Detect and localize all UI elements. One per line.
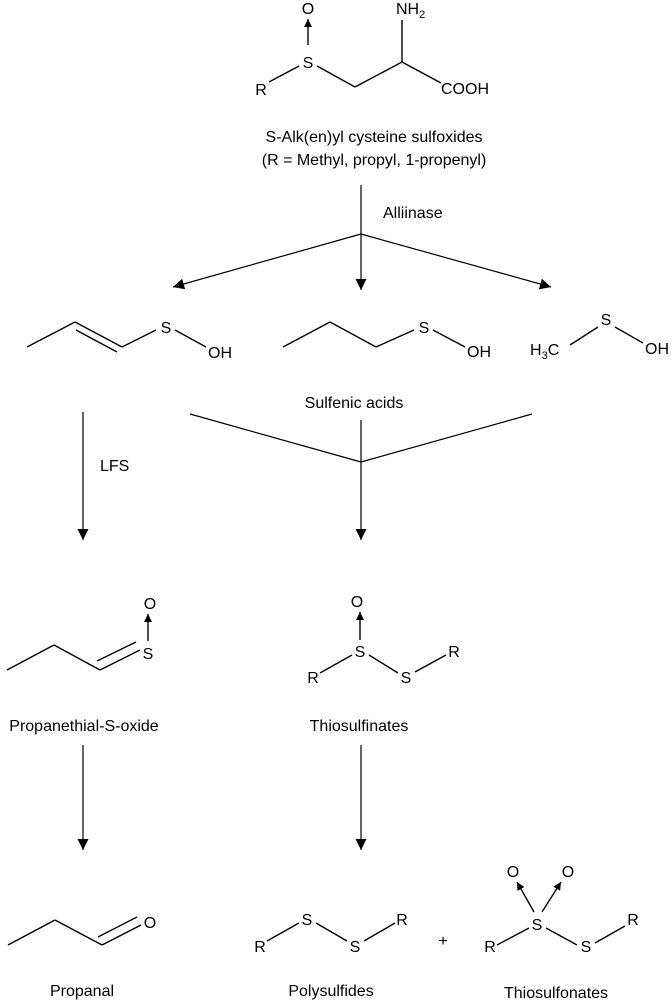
reactant-r-group: R [255, 82, 267, 99]
r-group: R [396, 912, 408, 929]
r-group: R [627, 912, 639, 929]
ch2-ca-bond [354, 61, 403, 88]
amino-group: NH2 [396, 1, 425, 21]
methylsulfenic-acid: H3C S OH [530, 312, 669, 362]
propanethial-s-oxide-structure: S O [6, 596, 156, 671]
thiosulfonates-label: Thiosulfonates [504, 985, 608, 1000]
plus-sign: + [438, 933, 447, 950]
r-group: R [254, 939, 266, 956]
thiosulfonate-structure: O O S R S R [484, 864, 639, 956]
r-group: R [448, 644, 460, 661]
sulfur-atom: S [601, 312, 612, 329]
sulfur-atom: S [355, 644, 366, 661]
propanal-label: Propanal [50, 983, 114, 1000]
oxygen-atom: O [507, 864, 519, 881]
thiosulfinates-label: Thiosulfinates [310, 718, 409, 735]
oxygen-atom: O [562, 864, 574, 881]
oxygen-atom: O [351, 594, 363, 611]
methyl-group: H3C [530, 342, 559, 362]
r-s-bond [268, 65, 300, 83]
sulfur-atom: S [532, 917, 543, 934]
reactant-structure: O S R NH2 COOH [255, 1, 489, 99]
sulfur-atom: S [419, 320, 430, 337]
enzyme-alliinase-label: Alliinase [383, 205, 443, 222]
oxygen-atom: O [144, 596, 156, 613]
r-group: R [484, 939, 496, 956]
reactant-name: S-Alk(en)yl cysteine sulfoxides [266, 129, 483, 146]
s-ch2-bond [316, 65, 356, 88]
hydroxyl-group: OH [645, 341, 669, 358]
condensation-arrow [189, 413, 533, 540]
sulfur-atom: S [581, 939, 592, 956]
sulfur-atom: S [143, 646, 154, 663]
hydroxyl-group: OH [208, 345, 232, 362]
enzyme-lfs-label: LFS [100, 458, 129, 475]
reactant-r-definition: (R = Methyl, propyl, 1-propenyl) [262, 152, 487, 169]
reactant-oxygen-atom: O [302, 1, 314, 18]
oxygen-atom: O [144, 915, 156, 932]
propanethial-s-oxide-label: Propanethial-S-oxide [9, 718, 159, 735]
sulfur-atom: S [401, 670, 412, 687]
thiosulfinate-structure: O S R S R [307, 594, 460, 687]
carboxyl-group: COOH [441, 81, 489, 98]
reactant-sulfur-atom: S [303, 55, 314, 72]
sulfur-atom: S [350, 939, 361, 956]
alliinase-arrow [172, 185, 552, 290]
propylsulfenic-acid: S OH [282, 320, 491, 361]
polysulfide-structure: R S S R [254, 912, 408, 956]
propanal-structure: O [7, 915, 156, 946]
propenylsulfenic-acid: S OH [26, 320, 232, 362]
hydroxyl-group: OH [467, 344, 491, 361]
r-group: R [307, 670, 319, 687]
sulfur-atom: S [161, 320, 172, 337]
sulfur-atom: S [302, 912, 313, 929]
sulfenic-acids-label: Sulfenic acids [305, 395, 404, 412]
polysulfides-label: Polysulfides [288, 983, 373, 1000]
ca-cooh-bond [401, 61, 442, 84]
